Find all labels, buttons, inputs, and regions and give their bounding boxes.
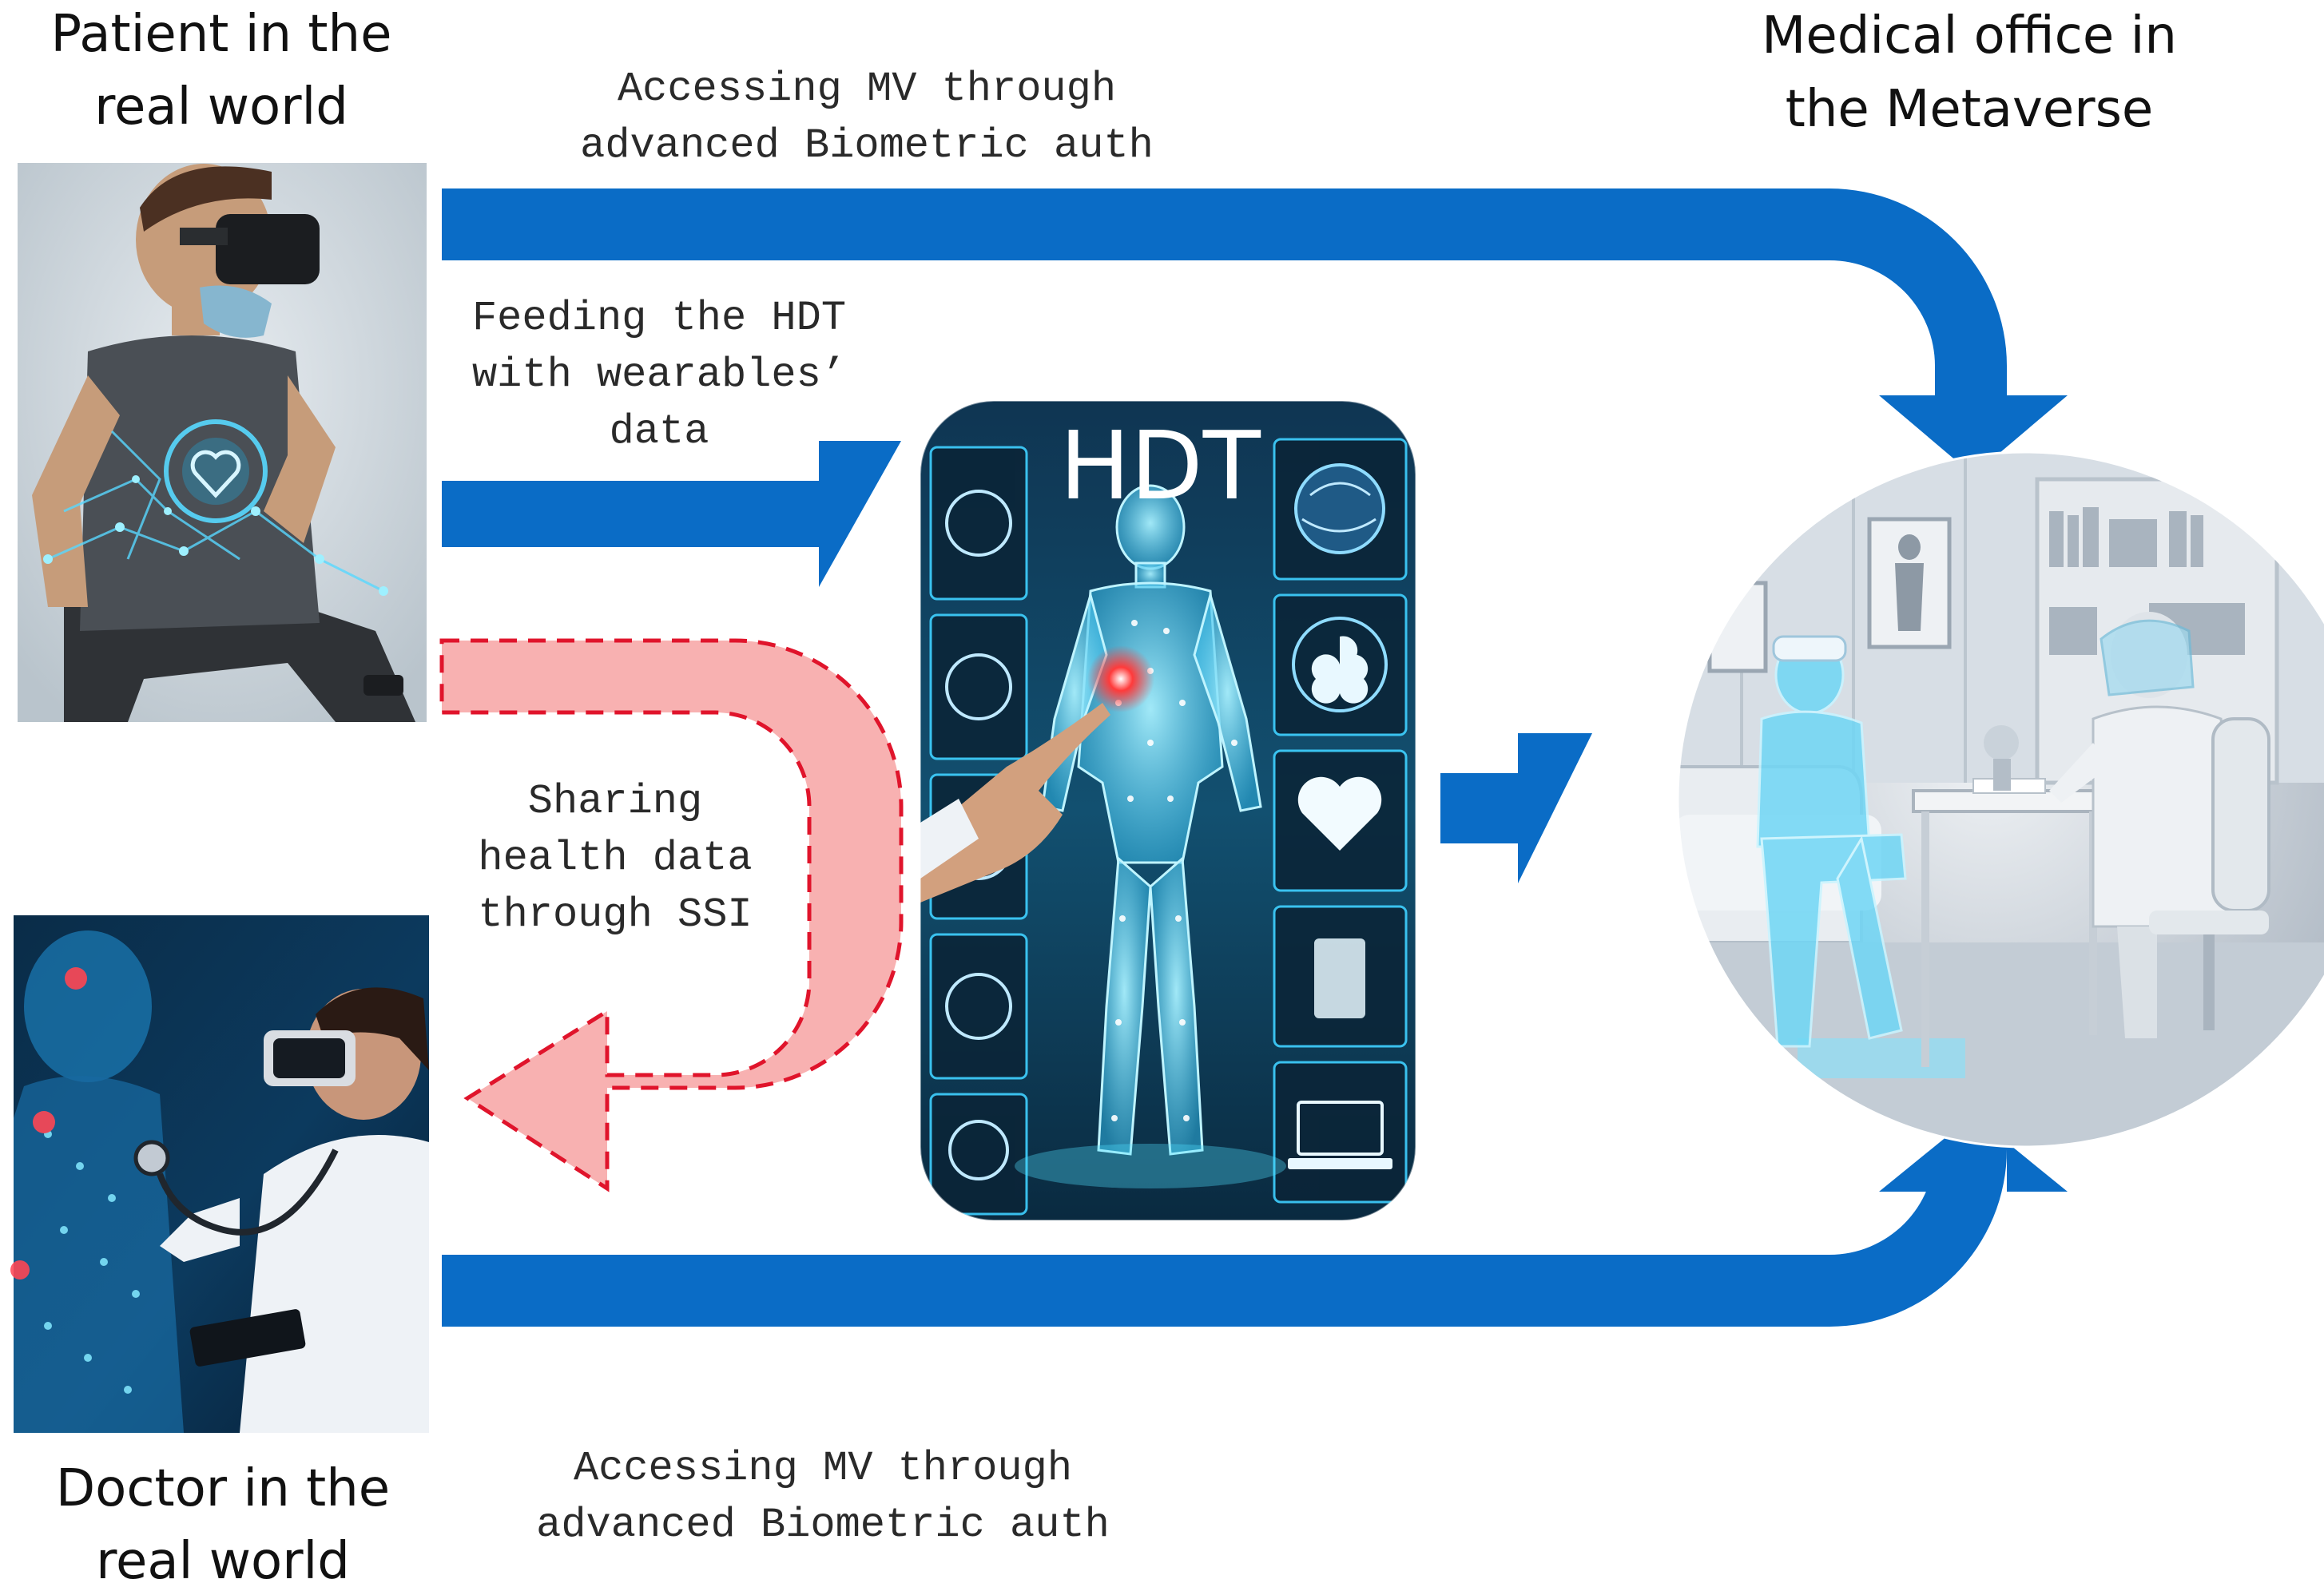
pointing-hand (920, 703, 1110, 903)
metaverse-office-image (1676, 450, 2324, 1149)
office-label: Medical office in the Metaverse (1762, 6, 2177, 139)
heart-point-glow (1087, 645, 1154, 712)
heart-tile-icon (1297, 776, 1382, 851)
sharing-caption-line-2: health data (478, 835, 752, 882)
feeding-caption-line-2: with wearables’ (472, 351, 846, 399)
laptop-icon (1297, 1101, 1384, 1156)
sharing-caption-line-1: Sharing (528, 778, 702, 825)
office-label-line-2: the Metaverse (1786, 80, 2154, 139)
globe-icon (1294, 463, 1385, 554)
top-arrow-caption: Accessing MV through advanced Biometric … (580, 65, 1154, 169)
top-curved-arrow (442, 188, 2068, 475)
bottom-caption-line-2: advanced Biometric auth (536, 1502, 1110, 1549)
flower-icon (1311, 636, 1369, 704)
patient-label-line-1: Patient in the (51, 5, 392, 64)
feeding-caption-line-3: data (610, 408, 709, 455)
doctor-badge-icon (1314, 938, 1365, 1018)
bottom-arrow-caption: Accessing MV through advanced Biometric … (536, 1445, 1110, 1549)
ssi-dashed-arrow (439, 638, 904, 1192)
patient-label-line-2: real world (94, 77, 348, 137)
patient-label: Patient in the real world (51, 5, 392, 137)
feeding-caption-line-1: Feeding the HDT (472, 295, 846, 342)
sharing-arrow-caption: Sharing health data through SSI (478, 778, 752, 938)
sharing-caption-line-3: through SSI (478, 891, 752, 938)
top-caption-line-1: Accessing MV through (618, 65, 1116, 113)
heart-icon (190, 450, 241, 498)
hdt-panel: HDT (920, 400, 1416, 1221)
office-label-line-1: Medical office in (1762, 6, 2177, 65)
bottom-curved-arrow (442, 1115, 2068, 1327)
doctor-label-line-2: real world (96, 1532, 350, 1591)
hdt-title: HDT (1059, 411, 1261, 521)
feeding-arrow (442, 441, 901, 587)
hdt-to-office-arrow (1440, 733, 1592, 883)
feeding-arrow-caption: Feeding the HDT with wearables’ data (472, 295, 846, 455)
doctor-image (10, 915, 429, 1433)
vr-headset-icon (216, 214, 320, 284)
doctor-label: Doctor in the real world (56, 1459, 390, 1591)
bottom-caption-line-1: Accessing MV through (574, 1445, 1072, 1492)
doctor-label-line-1: Doctor in the (56, 1459, 390, 1518)
stethoscope-icon (157, 1149, 339, 1236)
top-caption-line-2: advanced Biometric auth (580, 122, 1154, 169)
patient-image (18, 163, 427, 722)
tablet-icon (189, 1309, 306, 1367)
